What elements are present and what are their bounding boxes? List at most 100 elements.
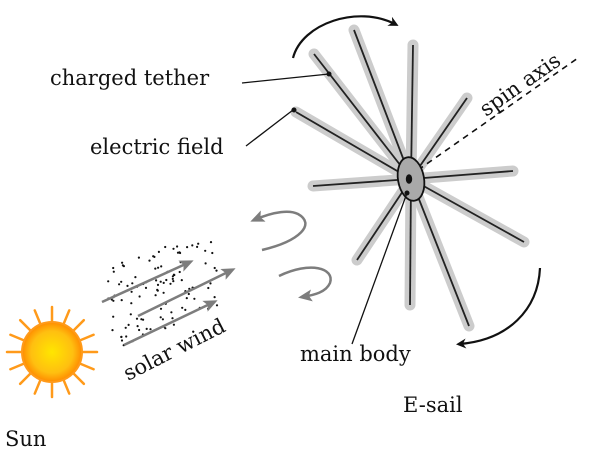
solar-wind-particle [171,275,174,278]
solar-wind-particle [112,299,115,302]
solar-wind-particle [120,335,123,339]
solar-wind-particle [157,250,160,253]
label-main-body: main body [300,342,411,366]
solar-wind-particle [161,318,164,321]
solar-wind-particle [171,317,174,320]
charged-tether-line [410,178,525,243]
solar-wind-particle [135,317,139,320]
solar-wind-particle [130,290,133,293]
solar-wind-particle [181,306,184,309]
solar-wind-particle [176,251,180,254]
solar-wind-particle [149,328,152,331]
sun-ray [9,333,25,342]
solar-wind-particle [142,318,145,321]
solar-wind-particle [155,279,158,282]
solar-wind-particle [172,280,175,283]
solar-wind-particle [130,302,133,305]
leader-electric-field-dot [291,107,297,113]
solar-wind-particle [162,291,165,294]
solar-wind-particle [172,247,175,250]
charged-tether-line [353,29,412,180]
solar-wind-particle [159,280,162,283]
sun-ray [72,372,86,386]
solar-wind-particle [107,280,110,283]
charged-tether-line [410,170,514,180]
solar-wind-arrow [137,268,236,318]
solar-wind-particle [196,245,199,248]
solar-wind-arrow [101,260,194,304]
solar-wind-particle [204,262,207,265]
solar-wind-particle [154,267,157,270]
solar-wind-particle [160,265,163,268]
leader-main-body-dot [404,190,410,196]
solar-wind-particle [134,276,137,279]
solar-wind-particle [207,286,210,290]
charged-tether-line [312,178,412,187]
solar-wind-particle [124,326,127,329]
solar-wind-particle [207,307,210,310]
solar-wind-particle [138,295,141,298]
solar-wind-particle [120,280,123,283]
solar-wind-particle [152,255,155,258]
leader-main-body [351,192,408,345]
solar-wind-particle [120,339,124,342]
solar-wind-particle [164,327,167,330]
deflected-wind-arrow-1 [250,210,307,252]
solar-wind-particle [156,288,159,291]
solar-wind-particle [126,284,129,287]
solar-wind-particle [129,313,132,316]
sun-ray [18,318,32,332]
solar-wind-particle [213,266,216,270]
solar-wind-particle [112,266,115,270]
solar-wind-particle [112,315,115,318]
solar-wind-particle [211,251,214,255]
solar-wind-arrow [123,300,218,347]
solar-wind-particle [159,316,162,319]
sun-ray [33,379,42,395]
charged-tether-line [410,44,414,180]
solar-wind-particle [164,245,167,249]
solar-wind-particle [120,299,123,302]
solar-wind-particle [148,259,151,262]
solar-wind-particle [145,327,148,330]
label-spin-axis: spin axis [475,48,565,121]
solar-wind-particle [137,256,140,259]
solar-wind-particle [172,323,175,326]
solar-wind-particle [176,245,179,248]
solar-wind-particle [187,292,190,296]
solar-wind-particle [209,282,212,285]
solar-wind-particle [157,266,160,269]
sun-ray [18,372,32,386]
solar-wind-particle [171,277,174,280]
solar-wind-particle [215,304,219,307]
leader-electric-field [245,109,294,147]
solar-wind-particle [180,279,183,282]
solar-wind-particle [209,241,213,244]
solar-wind-particle [138,328,141,332]
solar-wind-particle [165,278,168,282]
solar-wind-particle [121,261,124,264]
main-body-icon [396,156,426,202]
solar-wind-particle [162,281,165,284]
solar-wind-particle [170,311,173,314]
sun-ray [79,333,95,342]
solar-wind-particle [215,269,218,272]
solar-wind-particle [204,249,207,252]
charged-tethers [295,29,525,327]
solar-wind-particle [125,335,128,338]
label-charged-tether: charged tether [50,66,210,90]
leader-charged-tether-dot [326,71,332,77]
solar-wind-particle [156,283,160,286]
sun-ray [33,309,42,325]
charged-tether-line [295,111,412,180]
sun-ray [79,362,95,371]
solar-wind-particle [172,273,175,276]
deflected-wind-arrow-2 [278,266,332,302]
solar-wind-particle [154,294,157,297]
rotation-arrow-top [291,15,399,59]
solar-wind-particle [191,244,194,247]
label-sun: Sun [5,427,46,451]
solar-wind-particle [159,307,163,310]
solar-wind-particle [121,264,124,267]
